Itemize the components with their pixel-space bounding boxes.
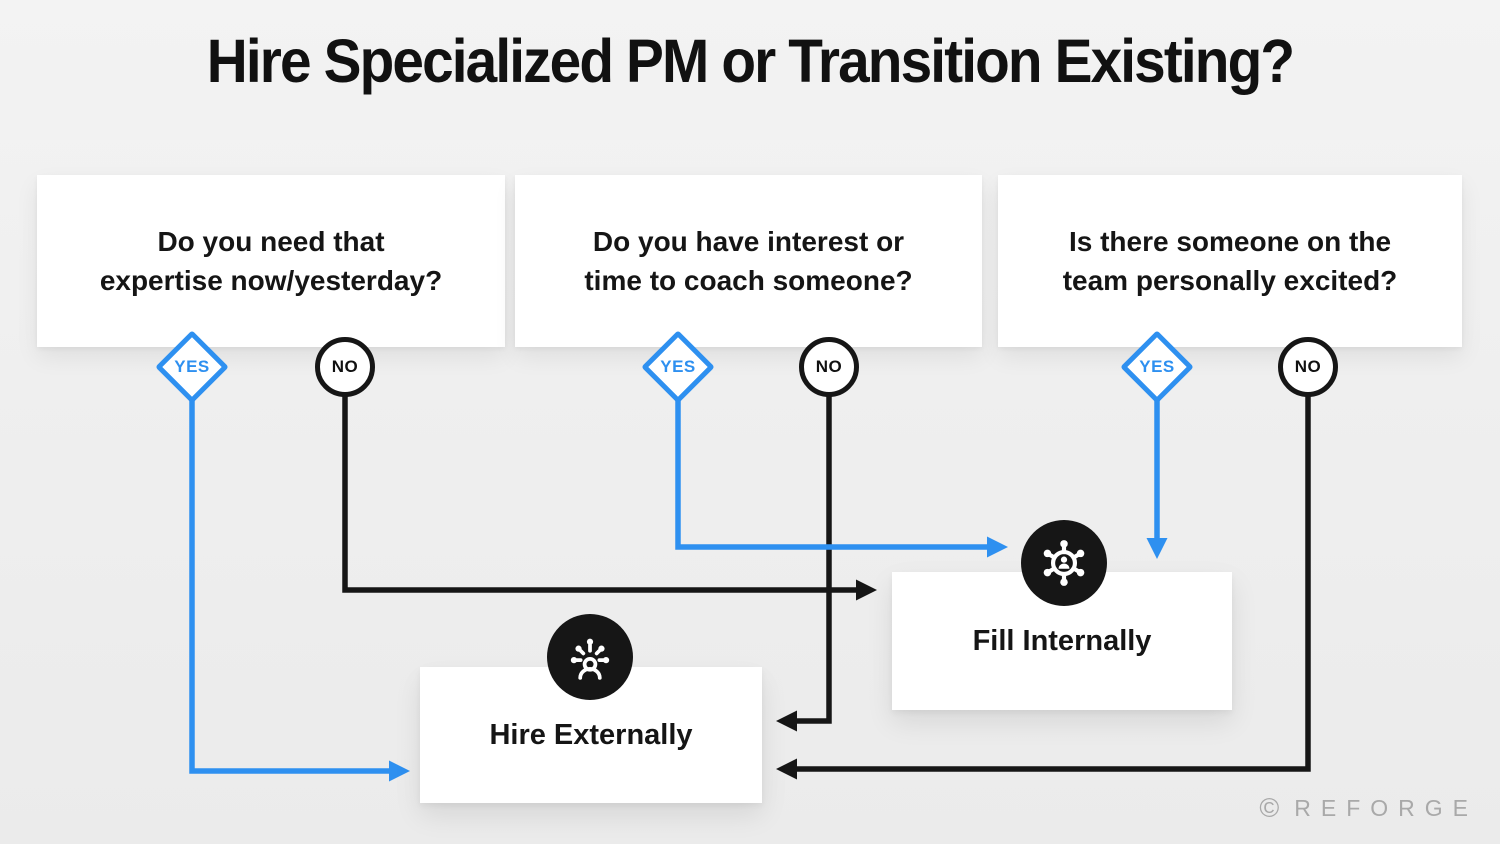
edge-q2-yes <box>675 398 1008 558</box>
edge-q3-no <box>776 392 1311 780</box>
question-box-1: Do you need that expertise now/yesterday… <box>37 175 505 347</box>
edge-q3-yes <box>1146 398 1168 559</box>
reforge-logo: © REFORGE <box>1259 795 1478 822</box>
org-network-person-icon <box>1021 520 1107 606</box>
no-circle-icon <box>315 337 375 397</box>
edge-q1-no <box>342 392 877 601</box>
edge-q1-yes <box>189 398 410 782</box>
question-1-text: Do you need that expertise now/yesterday… <box>99 226 443 296</box>
no-circle-icon <box>799 337 859 397</box>
q3-no-node: NO <box>1278 337 1338 397</box>
q1-yes-node: YES <box>155 330 229 404</box>
edge-q2-no <box>776 392 832 732</box>
no-circle-icon <box>1278 337 1338 397</box>
q2-no-node: NO <box>799 337 859 397</box>
question-box-2: Do you have interest or time to coach so… <box>515 175 982 347</box>
copyright-icon: © <box>1259 793 1280 823</box>
q2-yes-node: YES <box>641 330 715 404</box>
person-spark-icon <box>547 614 633 700</box>
fill-internally-label: Fill Internally <box>972 624 1152 657</box>
q3-yes-node: YES <box>1120 330 1194 404</box>
page-title: Hire Specialized PM or Transition Existi… <box>206 27 1295 95</box>
reforge-logo-text: REFORGE <box>1294 795 1478 821</box>
question-3-text: Is there someone on the team personally … <box>1062 226 1398 296</box>
question-2-text: Do you have interest or time to coach so… <box>584 226 913 296</box>
hire-externally-label: Hire Externally <box>489 718 693 751</box>
question-box-3: Is there someone on the team personally … <box>998 175 1462 347</box>
q1-no-node: NO <box>315 337 375 397</box>
